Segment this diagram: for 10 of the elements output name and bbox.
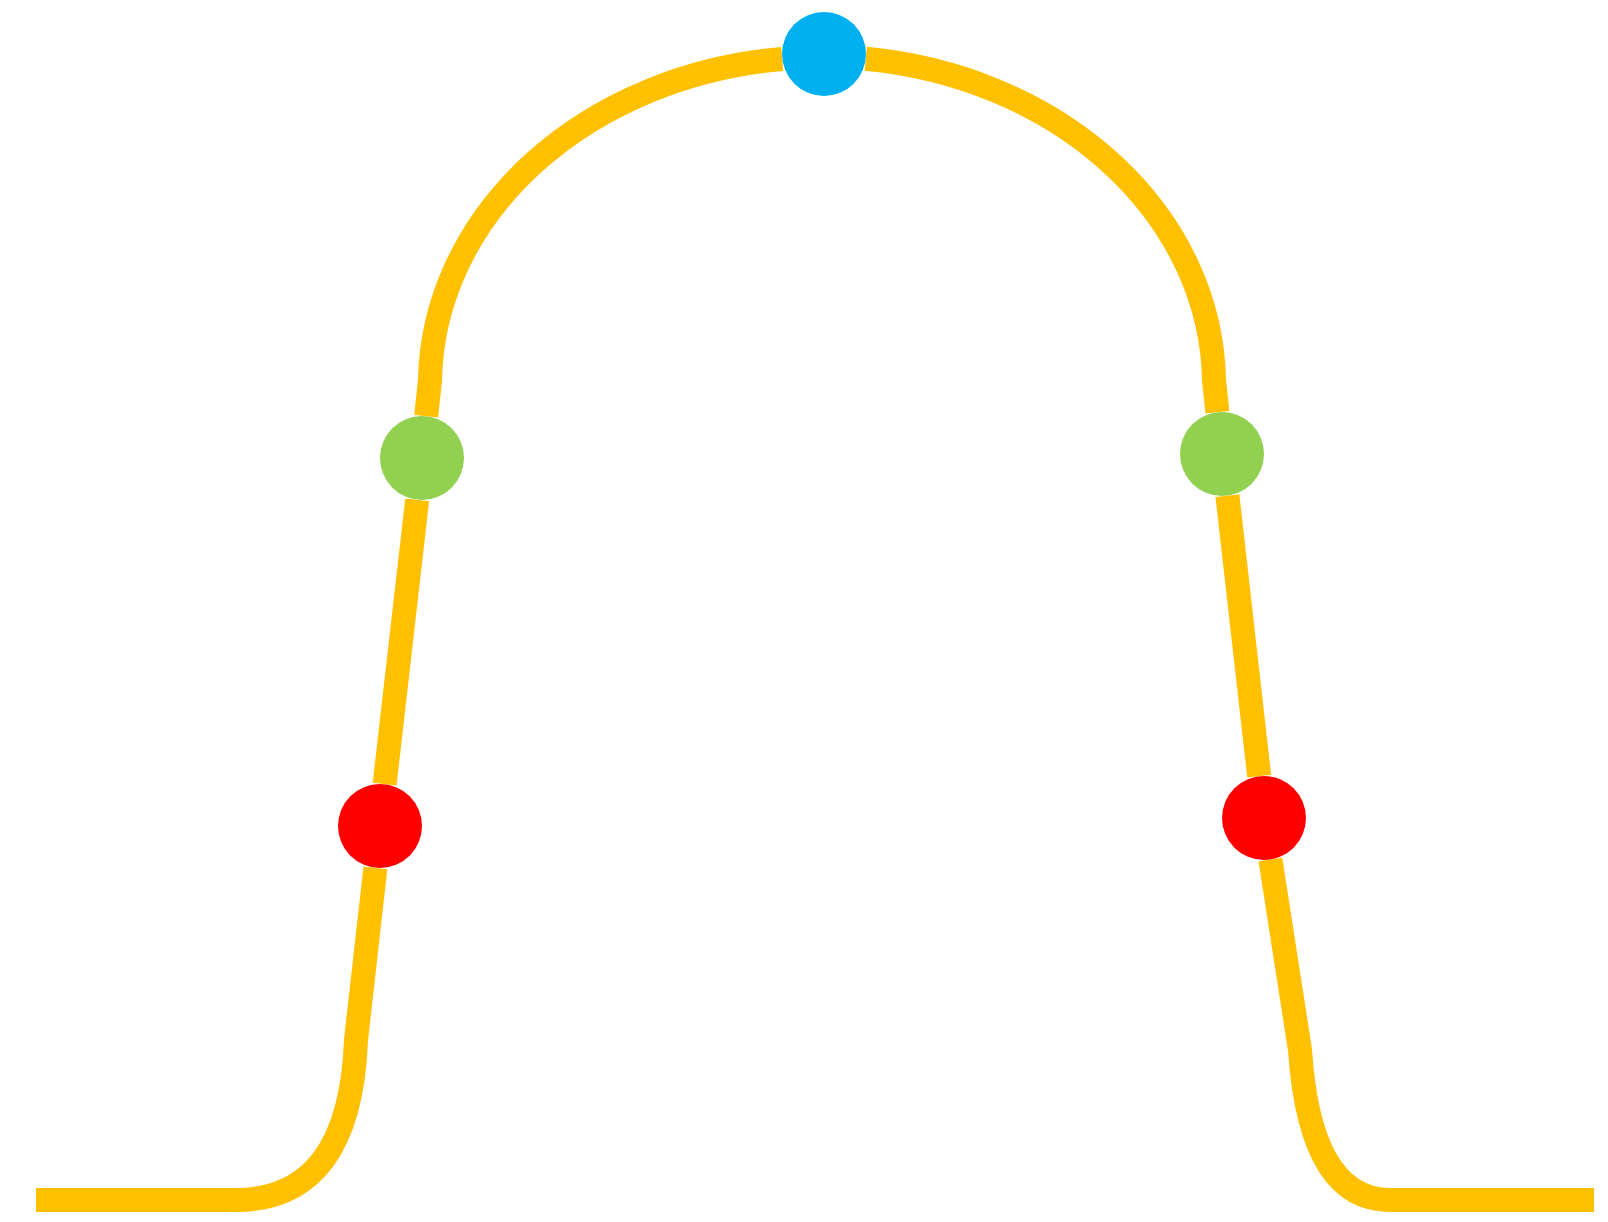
curve-line	[864, 46, 1230, 414]
circle-marker	[1222, 776, 1306, 860]
curve-line	[36, 866, 388, 1212]
circle-marker	[338, 784, 422, 868]
circle-marker	[380, 416, 464, 500]
circle-marker	[1180, 412, 1264, 496]
circle-marker	[782, 12, 866, 96]
curve-line	[372, 498, 430, 786]
curve-line	[414, 47, 784, 418]
curve-line	[1258, 857, 1594, 1212]
